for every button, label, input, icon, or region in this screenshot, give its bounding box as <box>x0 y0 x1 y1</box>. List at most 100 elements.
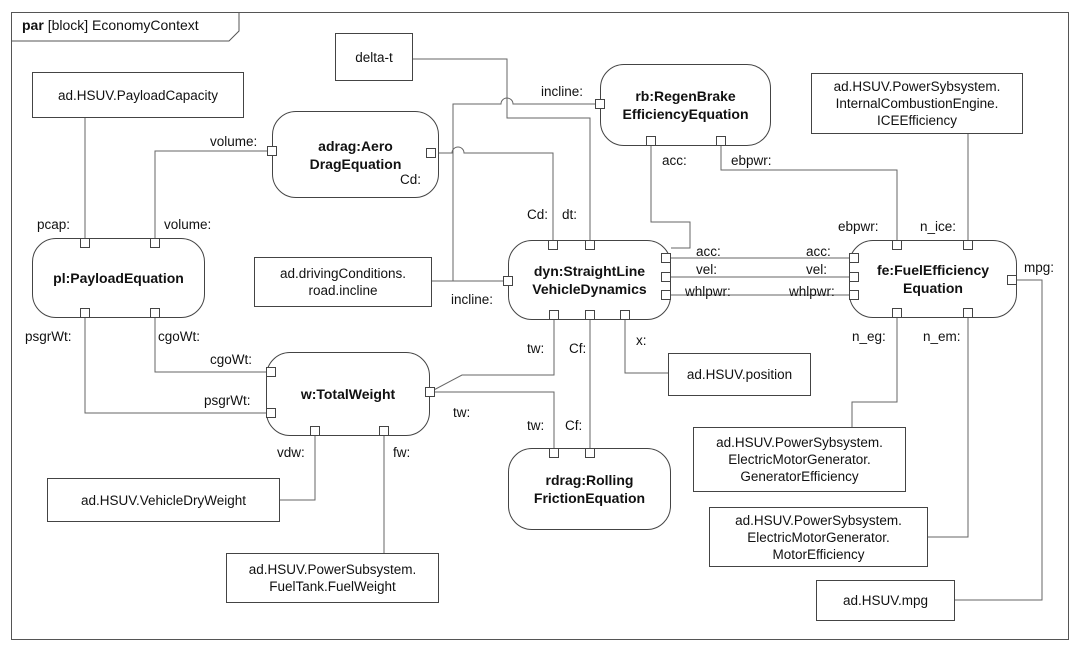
wire-acc-rb <box>650 146 691 249</box>
dyn-block[interactable]: dyn:StraightLine VehicleDynamics <box>508 240 671 320</box>
port-rb-incline[interactable] <box>595 99 605 109</box>
port-dyn-cf[interactable] <box>585 310 595 320</box>
w-block[interactable]: w:TotalWeight <box>266 352 430 436</box>
port-fe-n-eg[interactable] <box>892 308 902 318</box>
adrag-block[interactable]: adrag:Aero DragEquation <box>272 111 439 198</box>
label-dyn-acc: acc: <box>696 244 721 259</box>
label-fe-n-em: n_em: <box>923 329 961 344</box>
driving-conditions-box[interactable]: ad.drivingConditions. road.incline <box>254 257 432 307</box>
diagram-frame <box>11 12 1069 640</box>
label-dyn-vel: vel: <box>696 262 718 277</box>
port-adrag-volume[interactable] <box>267 146 277 156</box>
vehicle-dry-weight-box[interactable]: ad.HSUV.VehicleDryWeight <box>47 478 280 522</box>
frame-keyword: par <box>22 17 44 33</box>
label-fe-vel: vel: <box>806 262 828 277</box>
port-dyn-vel[interactable] <box>661 272 671 282</box>
label-pl-volume: volume: <box>164 217 212 232</box>
label-fe-n-eg: n_eg: <box>852 329 886 344</box>
rb-block[interactable]: rb:RegenBrake EfficiencyEquation <box>600 64 771 146</box>
port-w-cgowt[interactable] <box>266 367 276 377</box>
port-fe-n-ice[interactable] <box>963 240 973 250</box>
fuel-weight-box[interactable]: ad.HSUV.PowerSubsystem. FuelTank.FuelWei… <box>226 553 439 603</box>
port-w-vdw[interactable] <box>310 426 320 436</box>
port-dyn-tw[interactable] <box>549 310 559 320</box>
motor-efficiency-box[interactable]: ad.HSUV.PowerSybsystem. ElectricMotorGen… <box>709 507 928 567</box>
port-dyn-cd[interactable] <box>548 240 558 250</box>
frame-label: [block] EconomyContext <box>47 17 199 33</box>
port-w-fw[interactable] <box>379 426 389 436</box>
port-rdrag-tw[interactable] <box>549 448 559 458</box>
label-fe-ebpwr: ebpwr: <box>838 219 879 234</box>
port-rb-acc[interactable] <box>646 136 656 146</box>
port-fe-n-em[interactable] <box>963 308 973 318</box>
rdrag-block[interactable]: rdrag:Rolling FrictionEquation <box>508 448 671 530</box>
label-w-vdw: vdw: <box>277 445 305 460</box>
mpg-text: ad.HSUV.mpg <box>842 593 929 608</box>
port-fe-acc[interactable] <box>849 253 859 263</box>
label-dyn-x: x: <box>636 333 647 348</box>
port-pl-volume[interactable] <box>150 238 160 248</box>
ice-efficiency-box[interactable]: ad.HSUV.PowerSybsystem. InternalCombusti… <box>811 73 1023 134</box>
port-rdrag-cf[interactable] <box>585 448 595 458</box>
delta-t-text: delta-t <box>355 49 393 65</box>
position-box[interactable]: ad.HSUV.position <box>668 353 811 396</box>
wire-delta-t <box>412 58 591 240</box>
port-fe-mpg[interactable] <box>1007 275 1017 285</box>
frame-tab-outline <box>11 12 240 42</box>
payload-capacity-box[interactable]: ad.HSUV.PayloadCapacity <box>32 72 244 118</box>
label-pl-cgowt: cgoWt: <box>158 329 201 344</box>
wire-tw-rdrag <box>430 391 555 448</box>
port-dyn-dt[interactable] <box>585 240 595 250</box>
port-dyn-acc[interactable] <box>661 253 671 263</box>
vehicle-dry-weight-text: ad.HSUV.VehicleDryWeight <box>80 492 247 508</box>
port-dyn-incline[interactable] <box>503 276 513 286</box>
fe-title: fe:FuelEfficiency Equation <box>876 262 990 296</box>
label-w-psgrwt: psgrWt: <box>204 393 251 408</box>
label-adrag-volume: volume: <box>210 134 258 149</box>
rdrag-title: rdrag:Rolling FrictionEquation <box>533 472 646 506</box>
label-rb-acc: acc: <box>662 153 687 168</box>
port-pl-psgrwt[interactable] <box>80 308 90 318</box>
port-dyn-whlpwr[interactable] <box>661 290 671 300</box>
wire-tw-w <box>429 320 555 393</box>
label-dyn-whlpwr: whlpwr: <box>685 284 731 299</box>
port-fe-ebpwr[interactable] <box>892 240 902 250</box>
pl-block[interactable]: pl:PayloadEquation <box>32 238 205 318</box>
fuel-weight-text: ad.HSUV.PowerSubsystem. FuelTank.FuelWei… <box>248 562 417 594</box>
label-w-tw: tw: <box>453 405 471 420</box>
label-pl-pcap: pcap: <box>37 217 71 232</box>
position-text: ad.HSUV.position <box>686 367 793 382</box>
wire-psgrwt <box>84 318 266 414</box>
wire-incline-rb <box>432 97 600 282</box>
label-rb-incline: incline: <box>541 84 584 99</box>
delta-t-box[interactable]: delta-t <box>335 33 413 81</box>
port-adrag-cd[interactable] <box>426 148 436 158</box>
label-pl-psgrwt: psgrWt: <box>25 329 72 344</box>
port-rb-ebpwr[interactable] <box>716 136 726 146</box>
wire-cgowt <box>154 318 266 373</box>
mpg-box[interactable]: ad.HSUV.mpg <box>816 580 955 621</box>
adrag-title: adrag:Aero DragEquation <box>309 137 402 172</box>
wire-n-eg <box>851 318 898 427</box>
fe-block[interactable]: fe:FuelEfficiency Equation <box>849 240 1017 318</box>
w-title: w:TotalWeight <box>300 386 396 402</box>
port-pl-pcap[interactable] <box>80 238 90 248</box>
frame-title: par [block] EconomyContext <box>22 16 199 34</box>
label-dyn-cf: Cf: <box>569 341 587 356</box>
label-rdrag-cf: Cf: <box>565 418 583 433</box>
driving-conditions-text: ad.drivingConditions. road.incline <box>279 266 407 298</box>
port-pl-cgowt[interactable] <box>150 308 160 318</box>
wire-volume <box>154 150 272 238</box>
wire-x <box>624 320 668 374</box>
port-dyn-x[interactable] <box>620 310 630 320</box>
rb-title: rb:RegenBrake EfficiencyEquation <box>622 88 749 122</box>
wire-cd <box>435 146 554 240</box>
port-fe-vel[interactable] <box>849 272 859 282</box>
port-fe-whlpwr[interactable] <box>849 290 859 300</box>
port-w-psgrwt[interactable] <box>266 408 276 418</box>
wire-mpg <box>955 279 1043 601</box>
port-w-tw[interactable] <box>425 387 435 397</box>
label-fe-whlpwr: whlpwr: <box>789 284 835 299</box>
label-dyn-cd: Cd: <box>527 207 549 222</box>
generator-efficiency-box[interactable]: ad.HSUV.PowerSybsystem. ElectricMotorGen… <box>693 427 906 492</box>
